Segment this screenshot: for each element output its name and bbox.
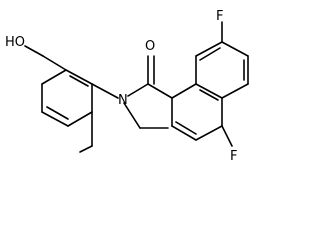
molecule-svg: HO O N F F [5, 9, 249, 164]
carbonyl-oxygen-label: O [145, 39, 155, 54]
ring-bond-upper [195, 41, 223, 57]
ring-bond-lower-right [221, 83, 249, 99]
carbonyl-ring-bond [147, 83, 173, 99]
bond [199, 89, 219, 101]
bond [67, 111, 93, 127]
amide-bond [127, 83, 149, 97]
amide-nitrogen-label: N [118, 93, 128, 108]
ethyl-bond-1 [123, 102, 141, 129]
bond [171, 83, 197, 99]
bond [46, 106, 69, 120]
ortho-fluorine-label: F [216, 9, 223, 24]
ring-bond-upper-right [221, 41, 249, 57]
meta-fluorine-label: F [230, 149, 237, 164]
ring-inner-bond [199, 47, 221, 61]
bond [171, 125, 197, 141]
hydroxyl-label: HO [5, 35, 25, 50]
methyl-bond-end [79, 145, 93, 153]
ring-nitrogen-bond [91, 83, 119, 99]
bond [195, 125, 223, 141]
bond [69, 75, 89, 87]
bond [65, 69, 93, 85]
bond [41, 111, 69, 127]
meta-fluorine-bond [221, 125, 233, 147]
bond [41, 69, 67, 85]
hydroxyl-bond [24, 45, 44, 57]
bond [42, 55, 67, 71]
phenol-ring [41, 55, 93, 127]
difluorophenyl-ring [171, 83, 223, 141]
structure-drawing: HO O N F F [5, 9, 249, 164]
bond [195, 83, 223, 99]
bond [175, 121, 197, 135]
